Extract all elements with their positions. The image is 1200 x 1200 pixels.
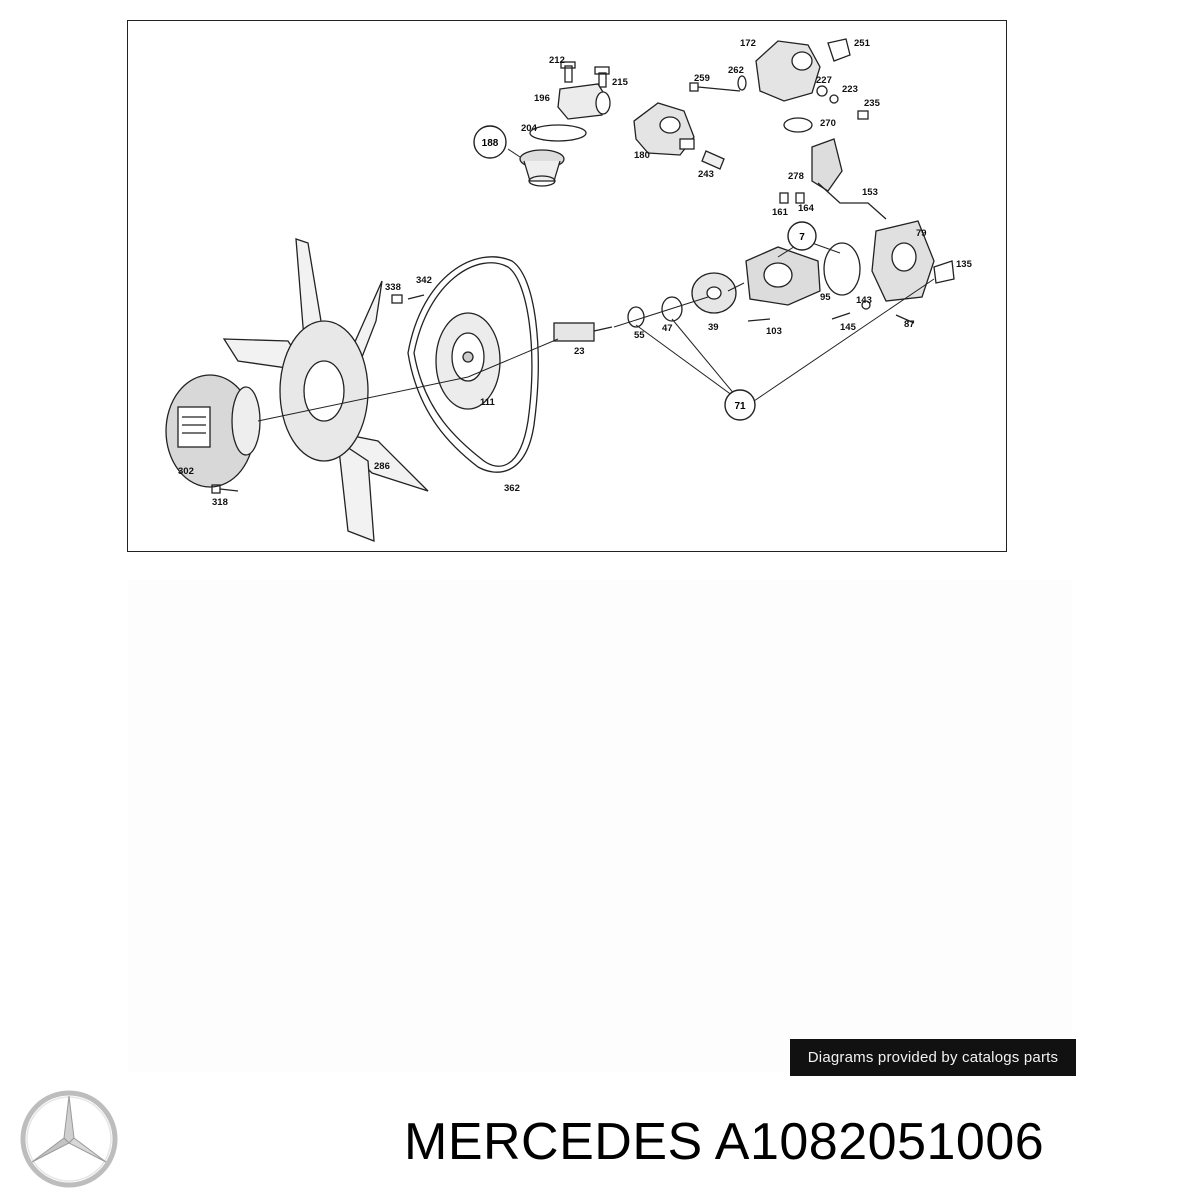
gasket-95-drawing [823, 242, 861, 296]
three-pointed-star-icon [20, 1090, 118, 1188]
part-label-227: 227 [816, 75, 832, 86]
part-label-55: 55 [634, 330, 645, 341]
thermostat-cover-196-drawing [557, 83, 611, 120]
housing-180-drawing [633, 102, 695, 156]
part-label-172: 172 [740, 38, 756, 49]
part-label-302: 302 [178, 466, 194, 477]
gasket-135-drawing [933, 260, 955, 284]
callout-7: 7 [787, 221, 817, 251]
part-label-262: 262 [728, 65, 744, 76]
svg-text:7: 7 [799, 232, 805, 243]
callout-188: 188 [473, 125, 507, 159]
svg-text:188: 188 [482, 138, 499, 149]
part-labels: 212 215 196 204 172 251 259 262 227 223 … [178, 38, 973, 508]
part-label-235: 235 [864, 98, 881, 109]
gasket-251-drawing [827, 38, 851, 62]
clamp-270-drawing [783, 117, 813, 133]
pin-87-drawing [895, 314, 915, 324]
diagram-credit-banner: Diagrams provided by catalogs parts [790, 1039, 1076, 1076]
part-label-243: 243 [698, 169, 714, 180]
blank-diagram-area [128, 580, 1072, 1072]
part-label-143: 143 [856, 295, 872, 306]
washer-262-drawing [737, 75, 747, 91]
part-label-204: 204 [521, 123, 538, 134]
housing-172-drawing [755, 40, 821, 102]
thermostat-188-drawing [519, 149, 565, 187]
part-label-318: 318 [212, 497, 228, 508]
alignment-axis-line [257, 282, 745, 422]
pipe-243-drawing [701, 150, 725, 170]
part-label-286: 286 [374, 461, 390, 472]
part-label-251: 251 [854, 38, 871, 49]
viscous-clutch-302-drawing [165, 374, 261, 488]
part-label-164: 164 [798, 203, 815, 214]
part-label-270: 270 [820, 118, 836, 129]
part-label-135: 135 [956, 259, 973, 270]
seal-143-drawing [861, 300, 871, 310]
part-label-79: 79 [916, 228, 927, 239]
part-label-153: 153 [862, 187, 878, 198]
svg-text:71: 71 [734, 401, 746, 412]
seal-223-drawing [829, 94, 839, 104]
exploded-parts-diagram: 188 7 71 212 215 196 204 172 251 259 262… [165, 38, 973, 542]
part-label-278: 278 [788, 171, 804, 182]
part-label-111: 111 [480, 397, 496, 408]
part-label-259: 259 [694, 73, 710, 84]
diagram-frame: 188 7 71 212 215 196 204 172 251 259 262… [127, 20, 1007, 552]
part-label-145: 145 [840, 322, 857, 333]
impeller-39-drawing [691, 272, 737, 314]
part-label-23: 23 [574, 346, 585, 357]
part-label-39: 39 [708, 322, 719, 333]
plug-235-drawing [857, 110, 869, 120]
part-label-362: 362 [504, 483, 520, 494]
bolt-164-drawing [795, 192, 805, 204]
callout-71: 71 [724, 389, 756, 421]
bolt-342-drawing [407, 294, 425, 300]
bolt-212-drawing [560, 61, 576, 83]
bolt-259-drawing [689, 82, 741, 92]
pump-housing-79-drawing [871, 220, 935, 302]
bolt-145-drawing [831, 312, 851, 320]
part-label-87: 87 [904, 319, 915, 330]
part-label-223: 223 [842, 84, 858, 95]
part-label-342: 342 [416, 275, 432, 286]
seal-ring-204-drawing [529, 124, 587, 142]
hose-278-drawing [811, 138, 843, 192]
bolt-318-drawing [211, 484, 239, 494]
v-belt-362-drawing [407, 256, 539, 473]
part-label-47: 47 [662, 323, 673, 334]
part-label-180: 180 [634, 150, 650, 161]
water-pump-7-drawing [745, 246, 821, 306]
pulley-111-drawing [435, 312, 501, 410]
part-label-103: 103 [766, 326, 782, 337]
part-label-161: 161 [772, 207, 789, 218]
bolt-215-drawing [594, 66, 610, 88]
seal-55-drawing [627, 306, 645, 328]
shaft-23-drawing [553, 322, 613, 342]
bolt-338-drawing [391, 294, 403, 304]
part-title: MERCEDES A1082051006 [404, 1113, 1045, 1171]
fan-286-drawing [222, 238, 429, 542]
part-label-215: 215 [612, 77, 629, 88]
part-label-212: 212 [549, 55, 565, 66]
part-label-196: 196 [534, 93, 550, 104]
part-label-95: 95 [820, 292, 831, 303]
bolt-103-drawing [747, 318, 771, 322]
pipe-153-drawing [817, 182, 887, 220]
seal-47-drawing [661, 296, 683, 322]
part-label-338: 338 [385, 282, 401, 293]
seal-227-drawing [816, 85, 828, 97]
bolt-161-drawing [779, 192, 789, 204]
